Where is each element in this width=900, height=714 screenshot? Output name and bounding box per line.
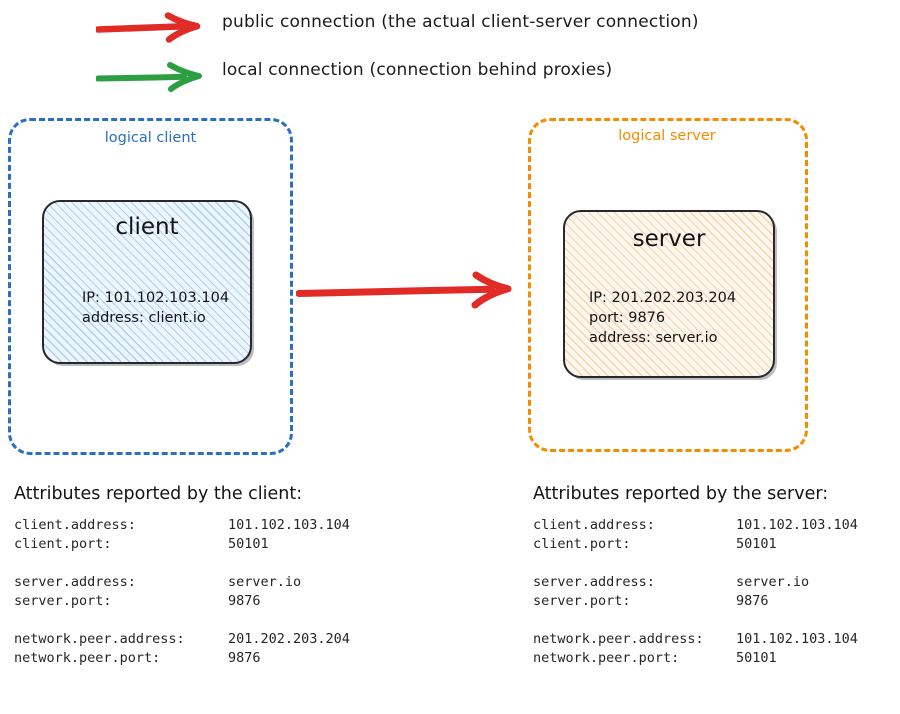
attr-value: 9876	[228, 593, 261, 609]
table-row: client.port: 50101	[533, 535, 858, 554]
client-node-detail-line: IP: 101.102.103.104	[82, 290, 230, 306]
table-row: network.peer.port: 9876	[14, 649, 350, 668]
table-row: network.peer.address: 201.202.203.204	[14, 630, 350, 649]
table-row: server.address: server.io	[533, 573, 858, 592]
logical-client-container	[8, 118, 293, 455]
logical-client-caption: logical client	[104, 130, 197, 146]
attr-value: 9876	[228, 650, 261, 666]
attr-value: 101.102.103.104	[228, 517, 350, 533]
attr-value: server.io	[736, 574, 810, 590]
client-node: client IP: 101.102.103.104 address: clie…	[42, 200, 252, 364]
logical-server-caption: logical server	[618, 128, 716, 144]
table-row-spacer	[533, 554, 858, 573]
client-node-title: client	[115, 214, 179, 240]
attr-key: client.address:	[14, 517, 136, 533]
table-row: client.port: 50101	[14, 535, 350, 554]
legend-label-public-connection: public connection (the actual client-ser…	[222, 12, 699, 32]
attr-key: server.address:	[14, 574, 136, 590]
server-attributes-heading: Attributes reported by the server:	[533, 484, 829, 504]
red-right-arrow-icon	[94, 10, 208, 44]
attr-value: server.io	[228, 574, 302, 590]
legend-item-public-connection: public connection (the actual client-ser…	[0, 8, 900, 48]
client-node-details: IP: 101.102.103.104 address: client.io	[82, 288, 229, 328]
attr-value: 50101	[228, 536, 269, 552]
server-node-details: IP: 201.202.203.204 port: 9876 address: …	[589, 288, 736, 348]
server-attributes-block: Attributes reported by the server: clien…	[533, 484, 900, 668]
attr-key: server.address:	[533, 574, 655, 590]
table-row: client.address: 101.102.103.104	[533, 516, 858, 535]
table-row-spacer	[533, 611, 858, 630]
server-node-detail-line: address: server.io	[589, 330, 718, 346]
logical-server-container	[528, 118, 808, 452]
green-right-arrow-icon	[95, 58, 208, 92]
table-row: network.peer.address: 101.102.103.104	[533, 630, 858, 649]
server-node-detail-line: port: 9876	[589, 310, 666, 326]
attr-key: client.port:	[14, 536, 112, 552]
attr-value: 9876	[736, 593, 769, 609]
legend-item-local-connection: local connection (connection behind prox…	[0, 56, 900, 96]
table-row-spacer	[14, 554, 350, 573]
table-row-spacer	[14, 611, 350, 630]
client-attributes-table: client.address: 101.102.103.104 client.p…	[14, 516, 350, 668]
attr-key: client.address:	[533, 517, 655, 533]
server-attributes-table: client.address: 101.102.103.104 client.p…	[533, 516, 858, 668]
table-row: network.peer.port: 50101	[533, 649, 858, 668]
attr-key: server.port:	[14, 593, 112, 609]
attr-key: client.port:	[533, 536, 631, 552]
server-node-detail-line: IP: 201.202.203.204	[589, 290, 737, 306]
attr-key: network.peer.port:	[14, 650, 161, 666]
attr-key: server.port:	[533, 593, 631, 609]
attr-key: network.peer.address:	[14, 631, 185, 647]
attr-value: 50101	[736, 650, 777, 666]
attr-value: 201.202.203.204	[228, 631, 350, 647]
attr-value: 101.102.103.104	[736, 631, 858, 647]
legend-label-local-connection: local connection (connection behind prox…	[222, 60, 613, 80]
attr-key: network.peer.port:	[533, 650, 680, 666]
attr-value: 101.102.103.104	[736, 517, 858, 533]
table-row: server.address: server.io	[14, 573, 350, 592]
public-connection-arrow-icon	[295, 266, 520, 316]
server-node-title: server	[632, 226, 706, 252]
table-row: client.address: 101.102.103.104	[14, 516, 350, 535]
attr-key: network.peer.address:	[533, 631, 704, 647]
client-node-detail-line: address: client.io	[82, 310, 206, 326]
attr-value: 50101	[736, 536, 777, 552]
client-attributes-block: Attributes reported by the client: clien…	[14, 484, 444, 668]
table-row: server.port: 9876	[14, 592, 350, 611]
client-attributes-heading: Attributes reported by the client:	[14, 484, 303, 504]
table-row: server.port: 9876	[533, 592, 858, 611]
server-node: server IP: 201.202.203.204 port: 9876 ad…	[563, 210, 775, 378]
